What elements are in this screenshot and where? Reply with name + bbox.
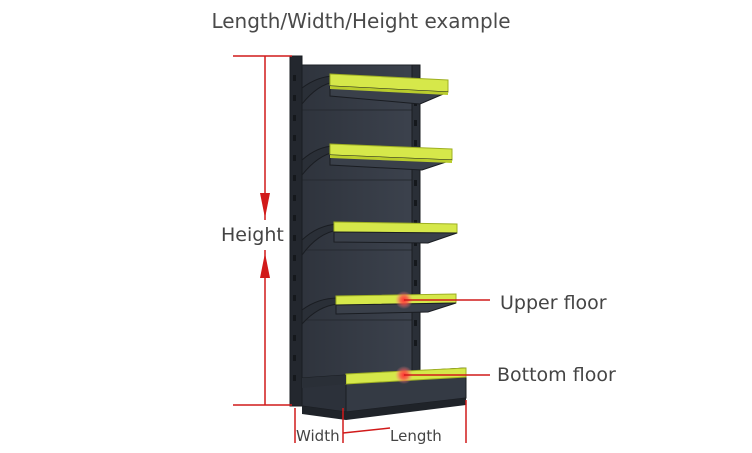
width-length-dimension (294, 400, 467, 443)
shelf-1 (301, 73, 449, 106)
left-upright (289, 55, 303, 407)
arrow-icon (260, 193, 270, 278)
bottom-floor-marker (395, 366, 490, 384)
upper-floor-marker (395, 291, 490, 309)
width-label: Width (296, 427, 340, 445)
shelf-2 (301, 143, 453, 177)
diagram-title: Length/Width/Height example (211, 9, 511, 33)
upper-floor-label: Upper floor (500, 292, 607, 314)
bottom-floor-label: Bottom floor (497, 364, 616, 386)
panel-seams (300, 109, 413, 321)
length-label: Length (390, 427, 442, 445)
height-label: Height (221, 224, 284, 246)
shelf-unit (289, 55, 467, 420)
bottom-floor-base (301, 367, 467, 420)
shelf-3 (301, 221, 458, 257)
